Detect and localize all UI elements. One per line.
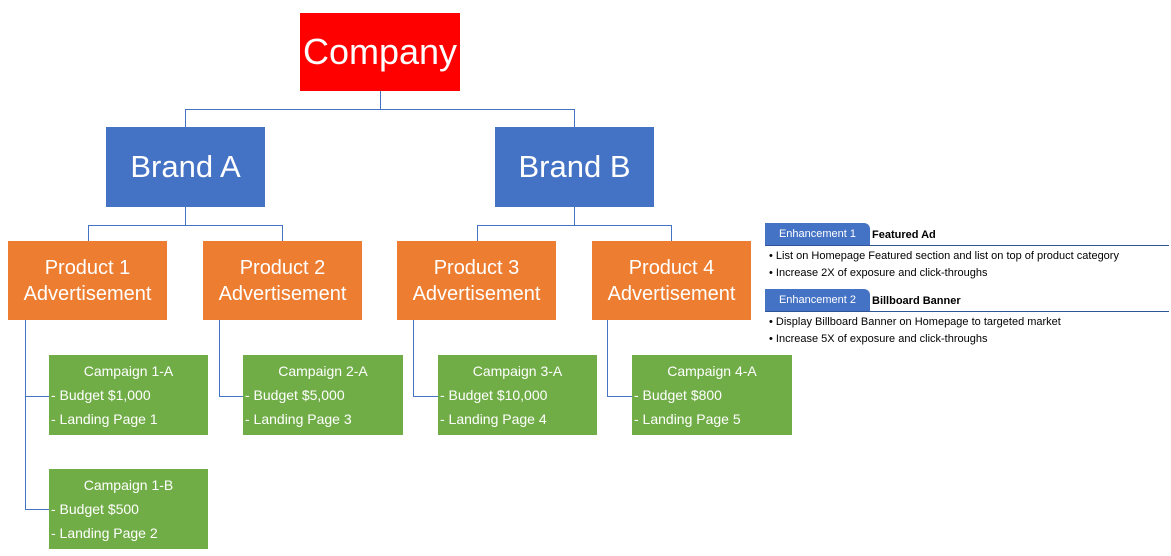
bullet-item: List on Homepage Featured section and li…	[769, 248, 1169, 265]
connector-company-down	[380, 91, 381, 109]
connector-product-4-down	[607, 320, 608, 396]
connector-product-4-up	[671, 225, 672, 241]
enhancement-1-bullets: List on Homepage Featured section and li…	[765, 246, 1169, 282]
campaign-3a-node[interactable]: Campaign 3-A - Budget $10,000 - Landing …	[438, 355, 597, 435]
product-3-node[interactable]: Product 3 Advertisement	[397, 241, 556, 320]
brand-b-node[interactable]: Brand B	[495, 127, 654, 207]
campaign-title: Campaign 3-A	[472, 363, 563, 379]
campaign-1a-node[interactable]: Campaign 1-A - Budget $1,000 - Landing P…	[49, 355, 208, 435]
product-1-node[interactable]: Product 1 Advertisement	[8, 241, 167, 320]
campaign-budget: - Budget $10,000	[440, 387, 548, 403]
brand-a-label: Brand A	[130, 149, 241, 184]
enhancement-1-panel: Enhancement 1 Featured Ad List on Homepa…	[765, 223, 1169, 282]
connector-brands-horizontal	[185, 109, 575, 110]
bullet-item: Display Billboard Banner on Homepage to …	[769, 314, 1169, 331]
connector-campaign-4a	[607, 396, 632, 397]
bullet-item: Increase 5X of exposure and click-throug…	[769, 331, 1169, 348]
brand-a-node[interactable]: Brand A	[106, 127, 265, 207]
enhancement-1-tab[interactable]: Enhancement 1	[765, 223, 870, 245]
connector-brand-a-products	[88, 225, 283, 226]
product-3-type: Advertisement	[412, 282, 541, 305]
connector-brand-b-products	[477, 225, 672, 226]
campaign-4a-node[interactable]: Campaign 4-A - Budget $800 - Landing Pag…	[632, 355, 792, 435]
product-2-name: Product 2	[239, 256, 326, 279]
campaign-title: Campaign 1-B	[83, 477, 174, 493]
campaign-budget: - Budget $5,000	[245, 387, 345, 403]
campaign-1b-node[interactable]: Campaign 1-B - Budget $500 - Landing Pag…	[49, 469, 208, 549]
enhancement-2-tab[interactable]: Enhancement 2	[765, 289, 870, 311]
connector-campaign-1b	[25, 509, 49, 510]
connector-campaign-3a	[413, 396, 438, 397]
product-1-type: Advertisement	[23, 282, 152, 305]
product-2-type: Advertisement	[218, 282, 347, 305]
product-4-node[interactable]: Product 4 Advertisement	[592, 241, 751, 320]
campaign-landing-page: - Landing Page 1	[51, 411, 158, 427]
connector-brand-a-down	[185, 207, 186, 225]
connector-campaign-1a	[25, 396, 49, 397]
campaign-title: Campaign 1-A	[83, 363, 174, 379]
product-3-name: Product 3	[433, 256, 520, 279]
connector-product-3-up	[477, 225, 478, 241]
connector-brand-b-down	[574, 207, 575, 225]
campaign-title: Campaign 2-A	[278, 363, 368, 379]
connector-product-2-down	[219, 320, 220, 396]
enhancement-2-bullets: Display Billboard Banner on Homepage to …	[765, 312, 1169, 348]
enhancement-2-title: Billboard Banner	[872, 295, 961, 307]
product-2-node[interactable]: Product 2 Advertisement	[203, 241, 362, 320]
campaign-landing-page: - Landing Page 2	[51, 525, 158, 541]
connector-product-1-down	[25, 320, 26, 509]
campaign-budget: - Budget $800	[634, 387, 722, 403]
connector-product-3-down	[413, 320, 414, 396]
enhancement-1-header: Enhancement 1 Featured Ad	[765, 223, 1169, 246]
bullet-item: Increase 2X of exposure and click-throug…	[769, 265, 1169, 282]
campaign-landing-page: - Landing Page 5	[634, 411, 741, 427]
product-4-name: Product 4	[628, 256, 715, 279]
connector-product-1-up	[88, 225, 89, 241]
campaign-budget: - Budget $500	[51, 501, 139, 517]
product-1-name: Product 1	[44, 256, 131, 279]
campaign-budget: - Budget $1,000	[51, 387, 151, 403]
connector-brand-a-up	[185, 109, 186, 127]
company-node[interactable]: Company	[300, 13, 460, 91]
campaign-2a-node[interactable]: Campaign 2-A - Budget $5,000 - Landing P…	[243, 355, 403, 435]
enhancement-2-panel: Enhancement 2 Billboard Banner Display B…	[765, 289, 1169, 348]
enhancement-1-title: Featured Ad	[872, 229, 936, 241]
brand-b-label: Brand B	[518, 149, 631, 184]
campaign-landing-page: - Landing Page 4	[440, 411, 547, 427]
product-4-type: Advertisement	[607, 282, 736, 305]
connector-product-2-up	[282, 225, 283, 241]
company-label: Company	[302, 31, 458, 72]
campaign-landing-page: - Landing Page 3	[245, 411, 352, 427]
connector-campaign-2a	[219, 396, 243, 397]
connector-brand-b-up	[574, 109, 575, 127]
campaign-title: Campaign 4-A	[667, 363, 757, 379]
enhancement-2-header: Enhancement 2 Billboard Banner	[765, 289, 1169, 312]
